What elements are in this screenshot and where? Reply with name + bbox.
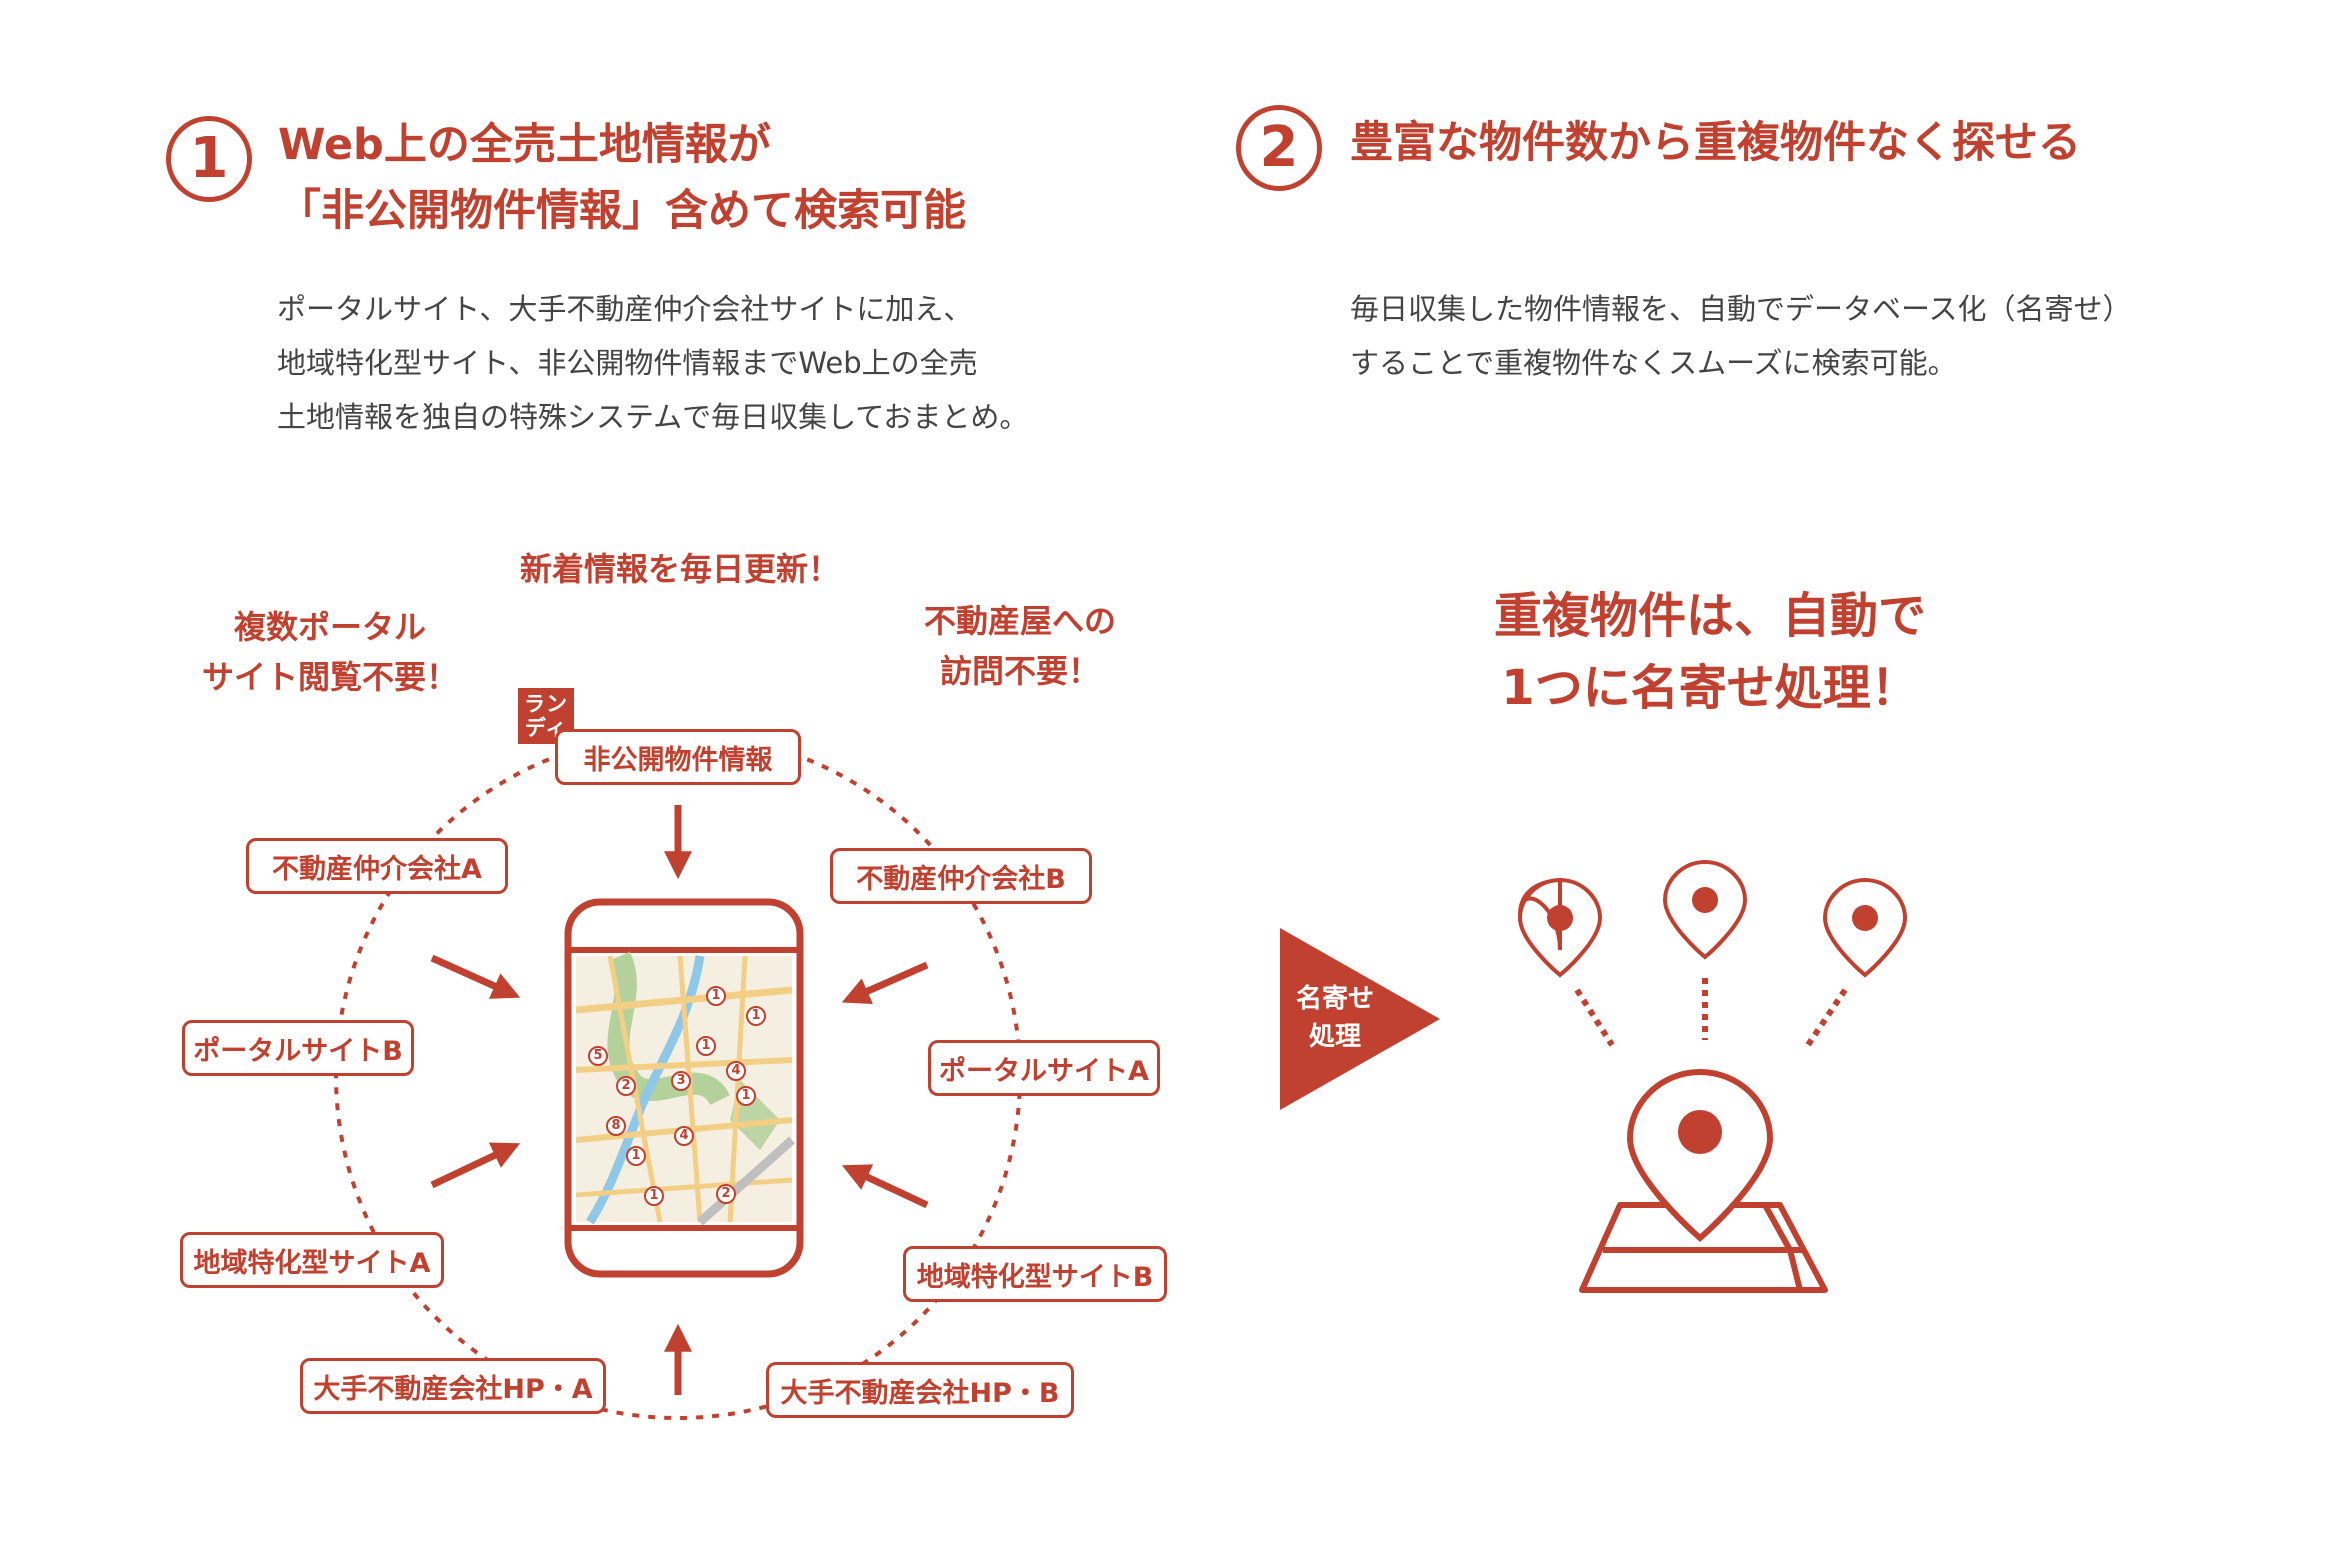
map-marker: 1 (696, 1036, 716, 1056)
connector-right (1805, 988, 1848, 1047)
section1-desc-line1: ポータルサイト、大手不動産仲介会社サイトに加え、 (277, 292, 973, 326)
section2-title-line: 豊富な物件数から重複物件なく探せる (1350, 118, 2081, 168)
section2-description: 毎日収集した物件情報を、自動でデータベース化（名寄せ） することで重複物件なくス… (1350, 282, 2132, 390)
section2-number-badge: 2 (1236, 105, 1322, 191)
map-marker: 1 (626, 1146, 646, 1166)
source-major-b-label: 大手不動産会社HP・B (780, 1377, 1060, 1409)
map-marker: 3 (671, 1071, 691, 1091)
small-pin-left (1517, 877, 1603, 978)
source-private-listings: 非公開物件情報 (555, 729, 801, 785)
source-portal-b-label: ポータルサイトB (193, 1035, 403, 1067)
callout-daily-update-text: 新着情報を毎日更新！ (519, 550, 840, 588)
small-pin-right (1822, 877, 1908, 978)
map-marker: 2 (716, 1184, 736, 1204)
map-marker: 8 (606, 1116, 626, 1136)
source-major-b: 大手不動産会社HP・B (766, 1362, 1074, 1418)
section1-desc-line3: 土地情報を独自の特殊システムで毎日収集しておまとめ。 (277, 400, 1029, 434)
section1-title-line1: Web上の全売土地情報が (278, 120, 771, 170)
source-major-a: 大手不動産会社HP・A (300, 1358, 606, 1414)
section2-number: 2 (1259, 115, 1299, 180)
section1-number-badge: 1 (166, 116, 252, 202)
logo-line1: ラン (524, 692, 568, 716)
source-major-a-label: 大手不動産会社HP・A (313, 1373, 593, 1405)
callout-no-portal-browsing: 複数ポータル サイト閲覧不要！ (180, 602, 480, 702)
map-marker: 1 (746, 1006, 766, 1026)
source-regional-a-label: 地域特化型サイトA (193, 1247, 431, 1279)
arrow-from-upper-left (430, 954, 521, 999)
callout-left-line1: 複数ポータル (233, 608, 426, 646)
map-marker: 4 (726, 1061, 746, 1081)
callout-auto-merge-line2: 1つに名寄せ処理！ (1501, 660, 1919, 716)
source-agency-a: 不動産仲介会社A (246, 838, 508, 894)
callout-auto-merge-line1: 重複物件は、自動で (1493, 588, 1926, 644)
arrow-from-lower-right (841, 1164, 929, 1209)
callout-daily-update: 新着情報を毎日更新！ (440, 544, 920, 594)
source-agency-b-label: 不動産仲介会社B (856, 863, 1066, 895)
source-regional-b-label: 地域特化型サイトB (916, 1261, 1154, 1293)
map-marker: 1 (644, 1186, 664, 1206)
section1-title: Web上の全売土地情報が 「非公開物件情報」含めて検索可能 (278, 112, 966, 244)
source-portal-b: ポータルサイトB (182, 1020, 414, 1076)
section2-desc-line2: することで重複物件なくスムーズに検索可能。 (1350, 346, 1957, 380)
merged-large-pin (1626, 1068, 1774, 1242)
source-agency-a-label: 不動産仲介会社A (272, 853, 482, 885)
section1-number: 1 (189, 126, 229, 191)
map-marker: 2 (616, 1076, 636, 1096)
connector-left (1574, 988, 1615, 1047)
source-agency-b: 不動産仲介会社B (830, 848, 1092, 904)
phone-map-markers: 1 1 1 1 1 1 2 2 3 4 4 5 8 (576, 956, 792, 1222)
source-private-label: 非公開物件情報 (583, 744, 773, 776)
small-pin-center (1662, 859, 1748, 960)
map-marker: 5 (588, 1046, 608, 1066)
map-marker: 1 (706, 986, 726, 1006)
source-regional-a: 地域特化型サイトA (180, 1232, 444, 1288)
section1-desc-line2: 地域特化型サイト、非公開物件情報までWeb上の全売 (277, 346, 978, 380)
arrow-from-lower-left (430, 1142, 521, 1189)
source-portal-a-label: ポータルサイトA (939, 1055, 1149, 1087)
source-regional-b: 地域特化型サイトB (903, 1246, 1167, 1302)
section1-description: ポータルサイト、大手不動産仲介会社サイトに加え、 地域特化型サイト、非公開物件情… (277, 282, 1028, 444)
section1-title-line2: 「非公開物件情報」含めて検索可能 (278, 186, 966, 236)
merge-triangle (1280, 928, 1440, 1110)
arrow-from-upper-right (841, 961, 929, 1005)
map-marker: 4 (674, 1126, 694, 1146)
callout-no-agency-visit: 不動産屋への 訪問不要！ (870, 596, 1170, 696)
map-marker: 1 (736, 1086, 756, 1106)
source-portal-a: ポータルサイトA (928, 1040, 1160, 1096)
section2-title: 豊富な物件数から重複物件なく探せる (1350, 110, 2081, 176)
callout-auto-merge: 重複物件は、自動で 1つに名寄せ処理！ (1440, 580, 1980, 724)
merge-label-line1: 名寄せ (1295, 984, 1374, 1014)
callout-right-line2: 訪問不要！ (939, 652, 1100, 690)
merge-process-label: 名寄せ 処理 (1280, 980, 1390, 1056)
callout-left-line2: サイト閲覧不要！ (201, 658, 458, 696)
merge-label-line2: 処理 (1308, 1022, 1361, 1052)
callout-right-line1: 不動産屋への (923, 602, 1116, 640)
section2-desc-line1: 毎日収集した物件情報を、自動でデータベース化（名寄せ） (1350, 292, 2132, 326)
